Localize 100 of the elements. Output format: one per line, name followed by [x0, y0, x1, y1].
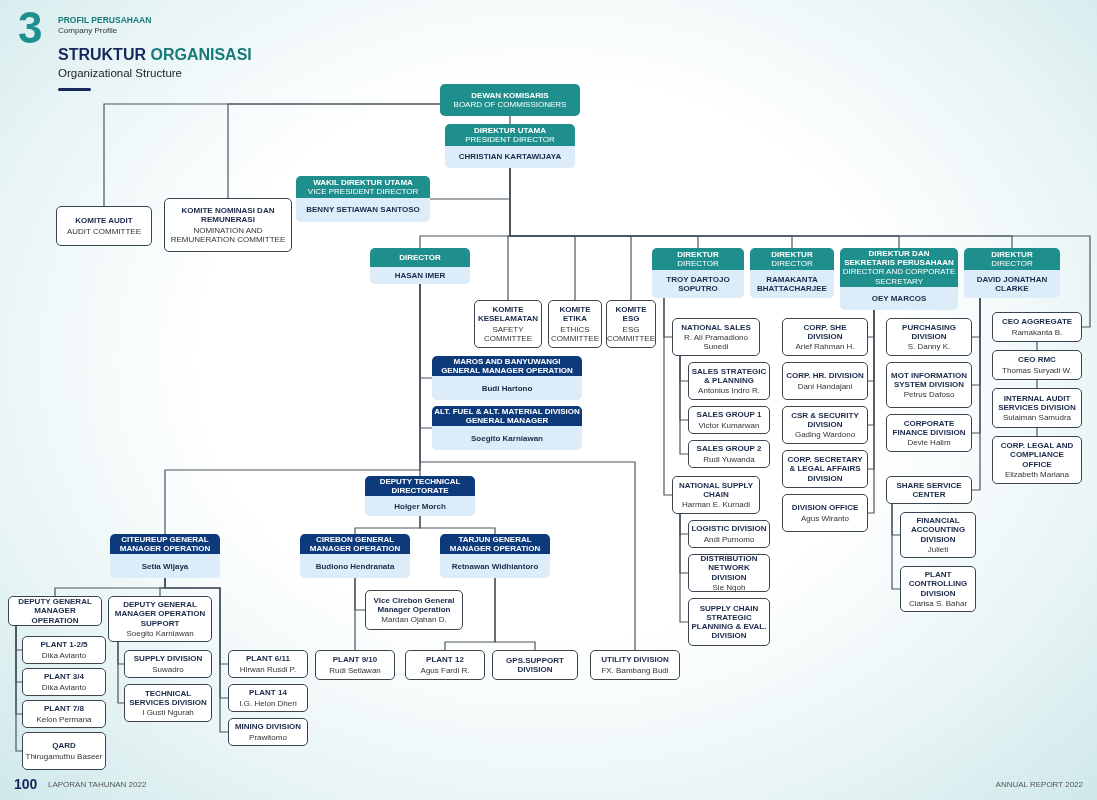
connector-line [867, 309, 875, 514]
position-title: ALT. FUEL & ALT. MATERIAL DIVISION GENERAL MANAGER [434, 407, 580, 426]
unit-box [365, 590, 463, 630]
unit-detail: Arief Rahman H. [795, 342, 855, 352]
person-name: TROY DARTOJO SOPUTRO [652, 270, 744, 298]
unit-detail: Gading Wardono [794, 430, 856, 440]
unit-name: KOMITE ESG [614, 305, 648, 324]
unit-box [474, 300, 542, 348]
connector-line [494, 577, 536, 651]
unit-box [688, 440, 770, 468]
position-title: MAROS AND BANYUWANGI GENERAL MANAGER OPERATION [440, 357, 574, 376]
unit-box [228, 684, 308, 712]
unit-name: SALES GROUP 1 [696, 410, 762, 420]
position-subtitle: DIRECTOR AND CORPORATE SECRETARY [842, 267, 956, 286]
position-card [370, 248, 470, 284]
position-subtitle: DIRECTOR [991, 259, 1033, 269]
unit-detail: Agus Wiranto [801, 513, 849, 523]
unit-box [405, 650, 485, 680]
position-title: DIREKTUR [677, 249, 719, 259]
unit-name: MOT INFORMATION SYSTEM DIVISION [890, 370, 968, 390]
connector-line [891, 503, 901, 590]
unit-name: CSR & SECURITY DIVISION [790, 410, 860, 430]
connector-line [1036, 427, 1038, 437]
connector-line [354, 577, 356, 651]
unit-name: DISTRIBUTION NETWORK DIVISION [699, 554, 759, 582]
unit-detail: Devie Halim [907, 438, 951, 448]
unit-detail: Rudi Yuwanda [703, 454, 755, 464]
unit-detail: NOMINATION AND REMUNERATION COMMITTEE [169, 225, 287, 244]
unit-box [108, 596, 212, 642]
position-title: WAKIL DIREKTUR UTAMA [313, 177, 413, 187]
unit-name: CORP. HR. DIVISION [786, 371, 864, 381]
unit-box [492, 650, 578, 680]
unit-name: CEO RMC [1018, 355, 1056, 365]
position-card [365, 476, 475, 516]
person-name: OEY MARCOS [840, 286, 958, 310]
unit-box [228, 650, 308, 678]
unit-name: PLANT 3/4 [44, 672, 84, 682]
unit-name: KOMITE ETIKA [558, 305, 592, 324]
unit-box [688, 520, 770, 548]
unit-box [992, 436, 1082, 484]
person-name: Setia Wijaya [110, 554, 220, 578]
connector-line [419, 515, 496, 535]
person-name: CHRISTIAN KARTAWIJAYA [445, 146, 575, 168]
section-number: 3 [18, 6, 43, 50]
unit-name: CORP. SHE DIVISION [802, 322, 848, 342]
unit-name: SALES GROUP 2 [696, 444, 762, 454]
unit-detail: Rudi Setiawan [329, 665, 381, 675]
position-card [840, 248, 958, 310]
position-title: DEWAN KOMISARIS [471, 90, 549, 100]
unit-detail: Dika Avianto [41, 682, 87, 692]
connector-line [227, 103, 441, 199]
unit-name: MINING DIVISION [234, 722, 302, 732]
unit-detail: Dika Avianto [41, 650, 87, 660]
unit-box [22, 668, 106, 696]
connector-line [117, 641, 125, 704]
unit-box [782, 318, 868, 356]
unit-box [688, 406, 770, 434]
unit-detail: Sie Ngoh [712, 582, 746, 592]
unit-box [886, 476, 972, 504]
unit-detail: Petrus Dafoso [903, 390, 955, 400]
unit-detail: I.G. Helon Dheri [239, 698, 297, 708]
position-card [750, 248, 834, 298]
unit-box [22, 636, 106, 664]
unit-detail: Suwadro [152, 664, 184, 674]
person-name: Budiono Hendranata [300, 554, 410, 578]
unit-detail: SAFETY COMMITTEE [483, 324, 533, 343]
position-card [300, 534, 410, 578]
unit-box [315, 650, 395, 680]
unit-detail: Ramakanta B. [1011, 327, 1063, 337]
unit-name: GPS.SUPPORT DIVISION [505, 655, 565, 675]
unit-detail: Kelon Permana [36, 714, 92, 724]
position-subtitle: VICE PRESIDENT DIRECTOR [307, 187, 419, 197]
footer-text: LAPORAN TAHUNAN 2022 [48, 781, 147, 789]
unit-name: CORP. SECRETARY & LEGAL AFFAIRS DIVISION [786, 455, 864, 483]
section-title: PROFIL PERUSAHAAN [58, 16, 152, 25]
page-title: STRUKTUR ORGANISASI [58, 46, 252, 64]
person-name: BENNY SETIAWAN SANTOSO [296, 198, 430, 222]
unit-name: UTILITY DIVISION [601, 655, 669, 665]
unit-detail: Hirwan Rusdi P. [239, 664, 297, 674]
unit-name: KOMITE AUDIT [75, 216, 133, 226]
unit-box [8, 596, 102, 626]
position-title: CITEUREUP GENERAL MANAGER OPERATION [118, 535, 212, 554]
position-card [445, 124, 575, 168]
unit-box [590, 650, 680, 680]
unit-name: FINANCIAL ACCOUNTING DIVISION [909, 516, 967, 544]
section-subtitle: Company Profile [58, 27, 118, 35]
unit-box [22, 700, 106, 728]
unit-detail: Harman E. Kurnadi [682, 500, 750, 510]
position-title: TARJUN GENERAL MANAGER OPERATION [448, 535, 542, 554]
unit-name: PLANT 14 [249, 688, 287, 698]
unit-detail: Julieti [927, 544, 949, 554]
position-subtitle: PRESIDENT DIRECTOR [465, 135, 555, 145]
unit-box [900, 566, 976, 612]
unit-box [886, 414, 972, 452]
unit-name: CEO AGGREGATE [1001, 317, 1073, 327]
unit-detail: Agus Fardi R. [420, 665, 470, 675]
unit-name: PURCHASING DIVISION [901, 322, 957, 342]
person-name: Retnawan Widhiantoro [440, 554, 550, 578]
unit-name: PLANT 7/8 [44, 704, 84, 714]
position-card [110, 534, 220, 578]
